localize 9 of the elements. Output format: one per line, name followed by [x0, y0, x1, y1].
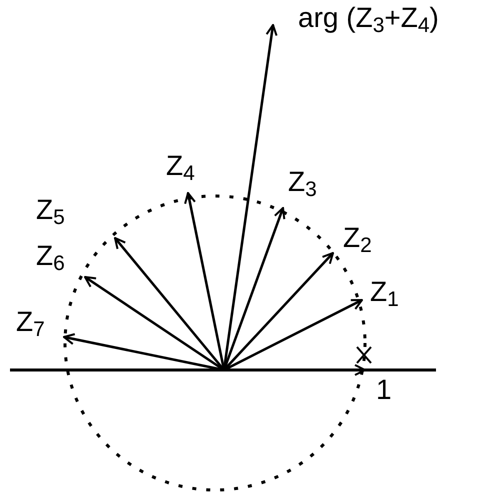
vector-label: Z$_{7}$: [16, 306, 45, 337]
vector-label: Z$_{2}$: [343, 222, 372, 253]
vector-label: 1: [376, 374, 392, 405]
vector-label: Z$_{1}$: [370, 276, 399, 307]
vector-label: arg (Z$_{3}$+Z$_{4}$): [298, 2, 439, 33]
vector-label: Z$_{3}$: [288, 166, 317, 197]
vector-label: Z$_{6}$: [36, 240, 65, 271]
vector-label: Z$_{4}$: [166, 150, 195, 181]
vector-label: Z$_{5}$: [36, 194, 65, 225]
